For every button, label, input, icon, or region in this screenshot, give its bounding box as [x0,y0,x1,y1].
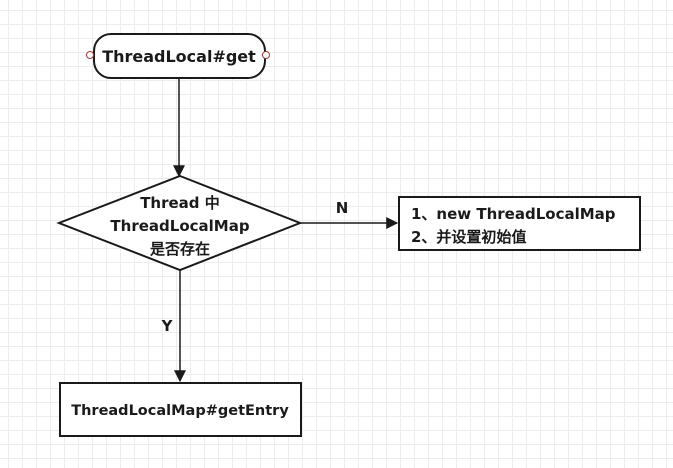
decision-node[interactable]: Thread 中 ThreadLocalMap 是否存在 [56,174,303,272]
get-entry-node-shape [59,382,302,437]
decision-line-1: Thread 中 [140,194,220,212]
create-map-line-2: 2、并设置初始值 [411,228,526,246]
get-entry-node[interactable]: ThreadLocalMap#getEntry [59,382,302,437]
create-map-node[interactable]: 1、new ThreadLocalMap 2、并设置初始值 [398,196,641,251]
create-map-line-1: 1、new ThreadLocalMap [411,205,616,223]
connector-dot-left[interactable] [86,51,94,59]
get-entry-label: ThreadLocalMap#getEntry [71,403,289,419]
create-map-node-shape [398,196,641,251]
connector-dot-right[interactable] [262,51,270,59]
edge-yes-label: Y [161,317,174,335]
decision-line-2: ThreadLocalMap [110,217,249,235]
edge-no-label: N [336,199,349,217]
start-node-label: ThreadLocal#get [102,47,256,66]
decision-line-3: 是否存在 [149,240,210,258]
start-node[interactable]: ThreadLocal#get [86,33,270,79]
